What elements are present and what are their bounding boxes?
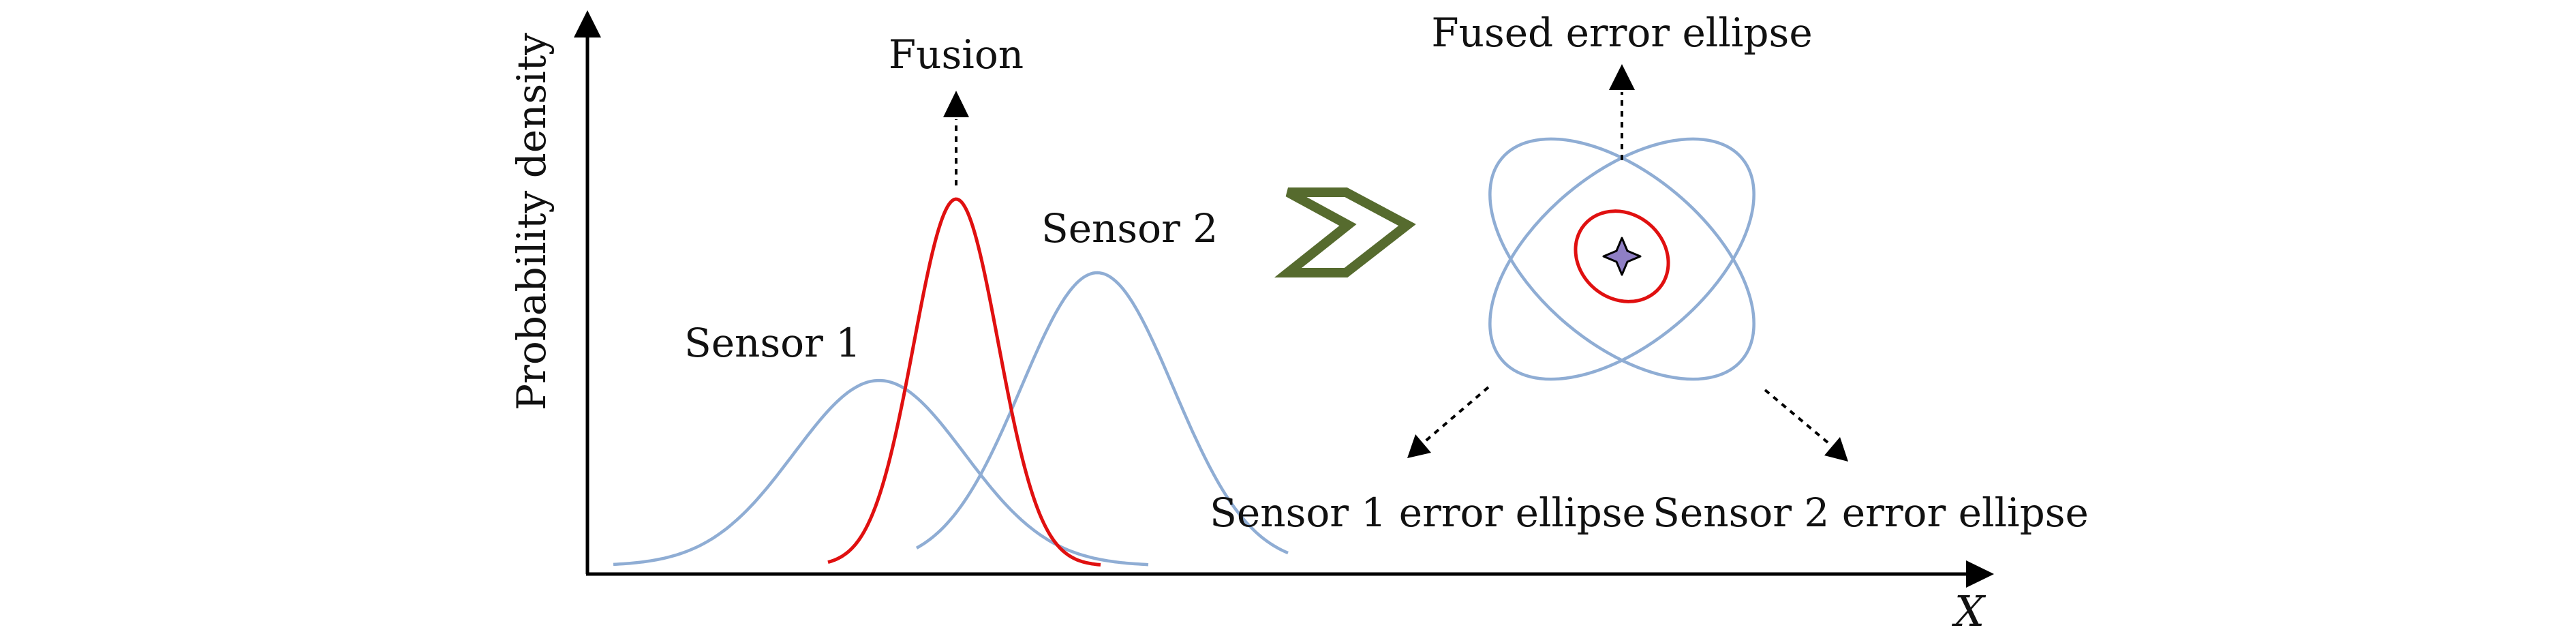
sensor2-ellipse-arrow-shaft [1764, 389, 1833, 447]
y-axis-arrow-icon [574, 10, 601, 37]
fused-ellipse-arrow-icon [1609, 64, 1635, 90]
x-axis-arrow-icon [1966, 560, 1994, 588]
fused-ellipse-label: Fused error ellipse [1431, 10, 1812, 56]
sensor1-label: Sensor 1 [684, 320, 861, 366]
four-point-star-icon [1602, 237, 1642, 276]
y-axis-label: Probability density [508, 33, 555, 410]
fusion-arrow-icon [943, 91, 969, 117]
sensor1-ellipse-arrow-icon [1407, 434, 1431, 458]
sensor2-label: Sensor 2 [1041, 205, 1218, 252]
fusion-label: Fusion [889, 31, 1024, 78]
sensor1-error-ellipse [1488, 137, 1755, 381]
sensor2-error-ellipse [1488, 137, 1755, 381]
chevron-right-icon [1274, 187, 1416, 277]
sensor2-ellipse-label: Sensor 2 error ellipse [1653, 490, 2089, 536]
sensor1-density-curve [613, 378, 1149, 567]
sensor2-ellipse-arrow-icon [1824, 437, 1848, 462]
fused-error-ellipse [1574, 209, 1670, 303]
sensor1-ellipse-arrow-shaft [1422, 386, 1490, 445]
sensor1-ellipse-label: Sensor 1 error ellipse [1210, 490, 1646, 536]
fusion-density-curve [827, 197, 1101, 567]
x-axis-label: X [1952, 586, 1987, 632]
sensor2-density-curve [915, 271, 1289, 555]
